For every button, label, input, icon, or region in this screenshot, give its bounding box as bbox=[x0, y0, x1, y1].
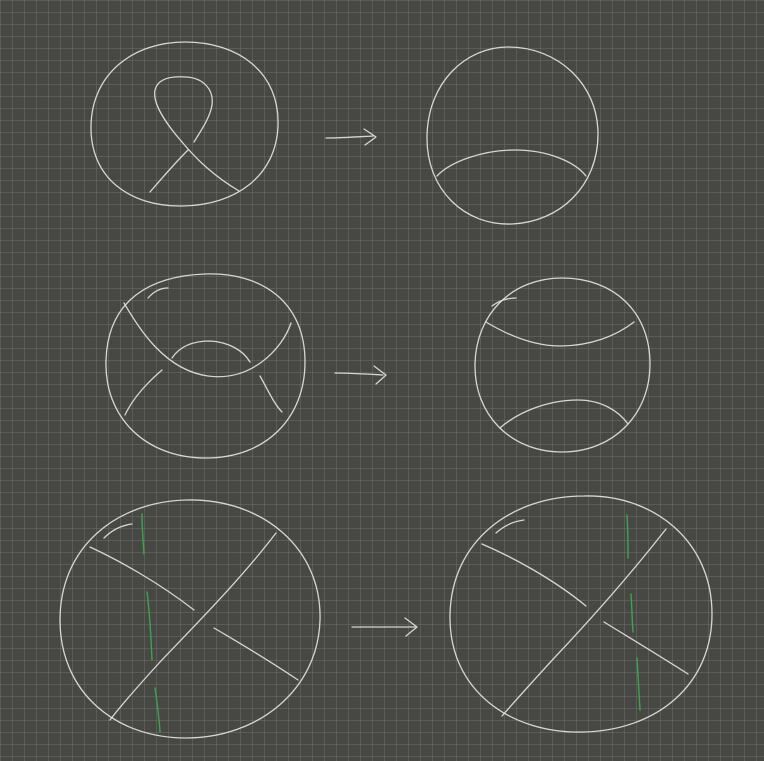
row2-arrow-right bbox=[334, 365, 387, 385]
row3-right-green-mark-top bbox=[626, 514, 629, 559]
row2-left-inner-arc bbox=[171, 340, 251, 363]
row2-left-lower-right-arc bbox=[259, 375, 283, 413]
row3-left-green-mark-bottom bbox=[154, 687, 161, 733]
row3-right-ball-outline bbox=[449, 495, 713, 733]
row3-right-diagonal-long bbox=[501, 528, 667, 717]
row3-left-lower-right-arc bbox=[213, 627, 299, 681]
row2-left-inner-top-stroke bbox=[147, 287, 169, 299]
row3-right-upper-small-stroke bbox=[495, 519, 525, 534]
row2-left-ball-outline bbox=[105, 273, 306, 459]
row3-left-ball-outline bbox=[59, 499, 321, 739]
row3-right-lower-right-arc bbox=[603, 621, 689, 675]
row3-left-upper-small-stroke bbox=[103, 523, 133, 539]
row1-left-loop-down-left bbox=[149, 149, 189, 193]
row1-left-loop-down-right bbox=[181, 141, 240, 192]
row1-arrow-right bbox=[325, 128, 377, 146]
row-2 bbox=[105, 273, 651, 459]
row3-right-green-mark-bottom bbox=[636, 657, 641, 711]
row1-right-ball-outline bbox=[426, 46, 599, 225]
row3-arrow-right bbox=[351, 617, 418, 637]
row2-left-upper-saddle-arc bbox=[123, 302, 292, 378]
row2-left-lower-left-arc bbox=[124, 369, 163, 416]
row3-left-green-mark-middle bbox=[146, 591, 153, 661]
row3-right-green-mark-middle bbox=[630, 593, 634, 633]
row2-right-upper-small-stroke bbox=[491, 297, 517, 307]
row2-right-upper-arc bbox=[485, 321, 635, 347]
row3-right-upper-left-arc bbox=[481, 543, 587, 607]
row3-left-green-mark-top bbox=[141, 513, 145, 555]
row1-left-ball-outline bbox=[90, 41, 279, 207]
row3-left-diagonal-long bbox=[109, 532, 277, 721]
row3-left-upper-left-arc bbox=[89, 546, 195, 611]
row-3 bbox=[59, 495, 713, 739]
row1-left-loop-upper bbox=[154, 76, 213, 143]
row-1 bbox=[90, 41, 599, 225]
row2-right-ball-outline bbox=[474, 277, 651, 453]
green-marks bbox=[141, 513, 641, 733]
row2-right-lower-arc bbox=[499, 399, 629, 429]
row1-right-single-arc bbox=[436, 149, 587, 177]
